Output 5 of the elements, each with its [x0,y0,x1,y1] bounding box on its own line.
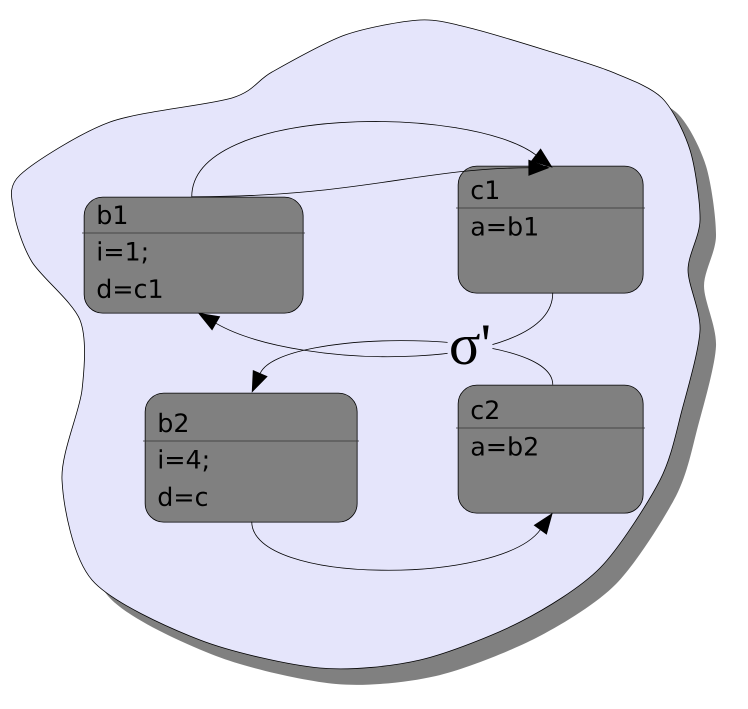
state-box: b2 i=4; d=c [142,392,360,523]
state-box: b1 i=1; d=c1 [82,196,306,314]
sigma-label: σ' [448,324,492,366]
state-box: c1 a=b1 [456,166,646,294]
state-box: c2 a=b2 [456,384,646,514]
